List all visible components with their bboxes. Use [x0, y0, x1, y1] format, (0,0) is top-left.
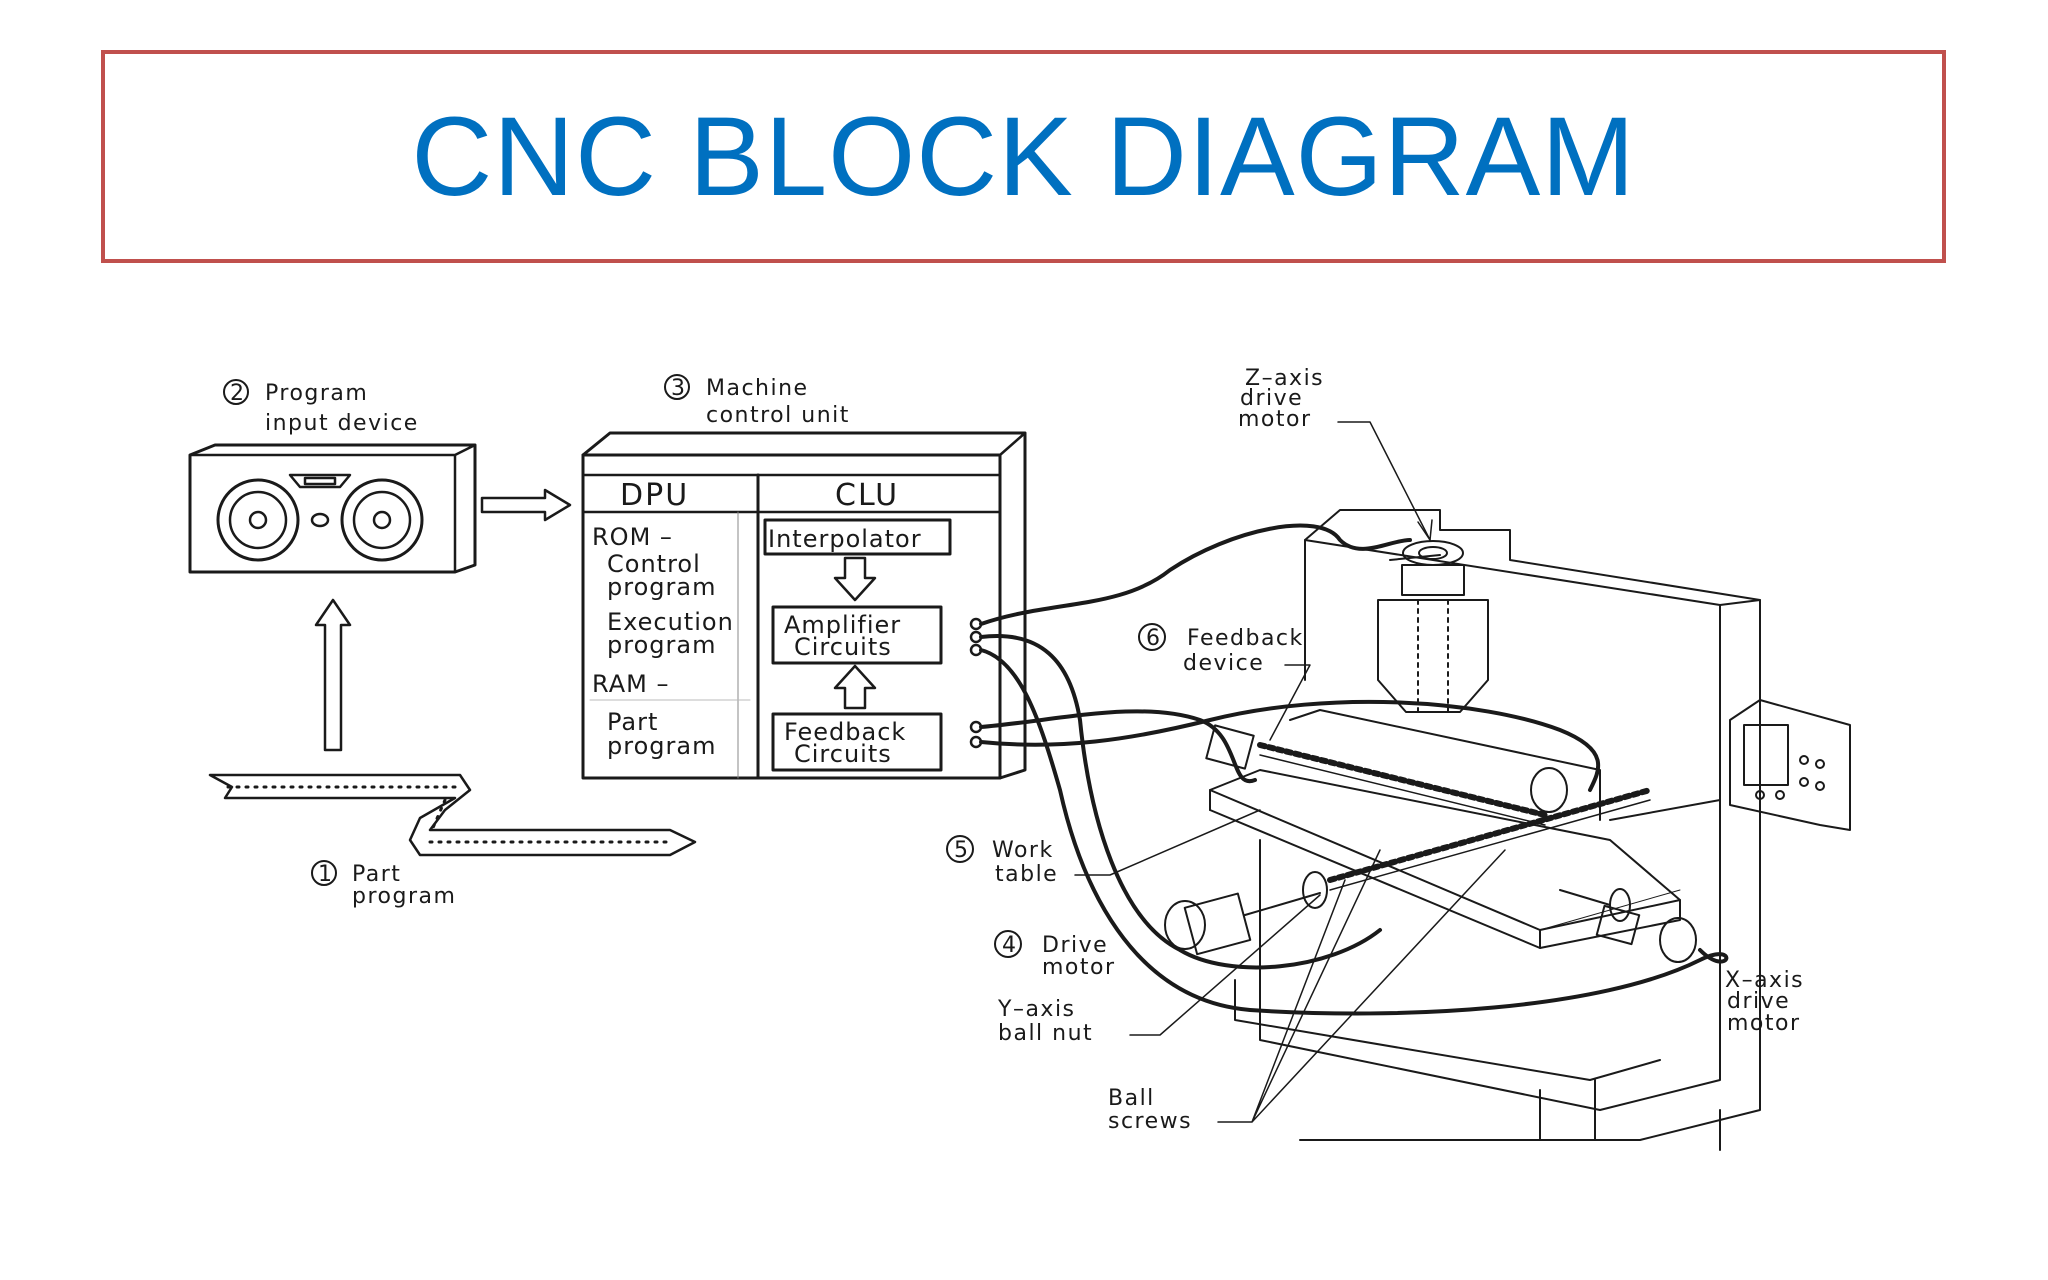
feedback-device-number: 6	[1146, 626, 1160, 651]
ball-screws-line2: screws	[1108, 1109, 1192, 1134]
arrow-right	[480, 488, 572, 522]
dpu-exec-1: Execution	[607, 608, 734, 636]
dpu-control-2: program	[607, 573, 716, 601]
program-input-label: 2 Program input device	[223, 379, 419, 436]
x-axis-line2: drive	[1727, 989, 1790, 1014]
z-axis-line3: motor	[1238, 407, 1312, 432]
part-program-number: 1	[318, 862, 332, 887]
z-axis-label: Z–axis drive motor	[1238, 366, 1433, 541]
work-table-number: 5	[954, 838, 968, 863]
work-table-label: 5 Work table	[946, 809, 1261, 887]
z-axis-line2: drive	[1240, 386, 1303, 411]
part-program-line1: Part	[352, 862, 401, 887]
mcu-line1: Machine	[706, 376, 809, 401]
x-axis-label: X–axis drive motor	[1725, 968, 1804, 1036]
program-input-line2: input device	[265, 411, 419, 436]
program-input-device	[188, 443, 477, 574]
dpu-part-1: Part	[607, 708, 658, 736]
part-program-label: 1 Part program	[311, 860, 456, 909]
y-axis-line2: ball nut	[998, 1021, 1093, 1046]
slide-title: CNC BLOCK DIAGRAM	[411, 94, 1636, 219]
clu-amp-2: Circuits	[794, 633, 892, 661]
work-table-line2: table	[995, 862, 1058, 887]
clu-panel: CLU Interpolator Amplifier Circuits Feed…	[768, 478, 922, 768]
feedback-device-line1: Feedback	[1187, 626, 1304, 651]
drive-motor-line2: motor	[1042, 955, 1116, 980]
arrow-up	[314, 598, 352, 752]
punched-tape	[208, 773, 697, 857]
milling-machine	[1164, 509, 1851, 1151]
clu-header: CLU	[835, 478, 899, 513]
z-axis-line1: Z–axis	[1245, 366, 1324, 391]
dpu-exec-2: program	[607, 631, 716, 659]
dpu-control-1: Control	[607, 550, 701, 578]
work-table-line1: Work	[992, 838, 1054, 863]
clu-interpolator: Interpolator	[768, 525, 922, 553]
clu-fb-2: Circuits	[794, 740, 892, 768]
y-axis-ball-nut-label: Y–axis ball nut	[997, 894, 1321, 1046]
drive-motor-label: 4 Drive motor	[994, 930, 1116, 980]
dpu-header: DPU	[620, 478, 689, 513]
x-axis-line1: X–axis	[1725, 968, 1804, 993]
feedback-device-label: 6 Feedback device	[1138, 623, 1311, 741]
clu-amp-1: Amplifier	[784, 611, 901, 639]
drive-motor-number: 4	[1002, 933, 1016, 958]
mcu-number: 3	[671, 376, 685, 401]
wires	[979, 523, 1729, 1016]
program-input-number: 2	[230, 381, 244, 406]
drive-motor-line1: Drive	[1042, 933, 1108, 958]
machine-control-unit	[581, 431, 1027, 780]
dpu-ram: RAM –	[592, 670, 669, 698]
dpu-panel: DPU ROM – Control program Execution prog…	[592, 478, 734, 760]
ball-screws-line1: Ball	[1108, 1086, 1155, 1111]
clu-fb-1: Feedback	[784, 718, 906, 746]
title-box: CNC BLOCK DIAGRAM	[101, 50, 1946, 263]
part-program-line2: program	[352, 884, 456, 909]
ball-screws-label: Ball screws	[1108, 849, 1506, 1134]
mcu-label: 3 Machine control unit	[664, 374, 850, 428]
program-input-line1: Program	[265, 381, 368, 406]
dpu-rom: ROM –	[592, 523, 673, 551]
mcu-line2: control unit	[706, 403, 850, 428]
feedback-device-line2: device	[1183, 651, 1264, 676]
y-axis-line1: Y–axis	[997, 997, 1076, 1022]
x-axis-line3: motor	[1727, 1011, 1801, 1036]
dpu-part-2: program	[607, 732, 716, 760]
